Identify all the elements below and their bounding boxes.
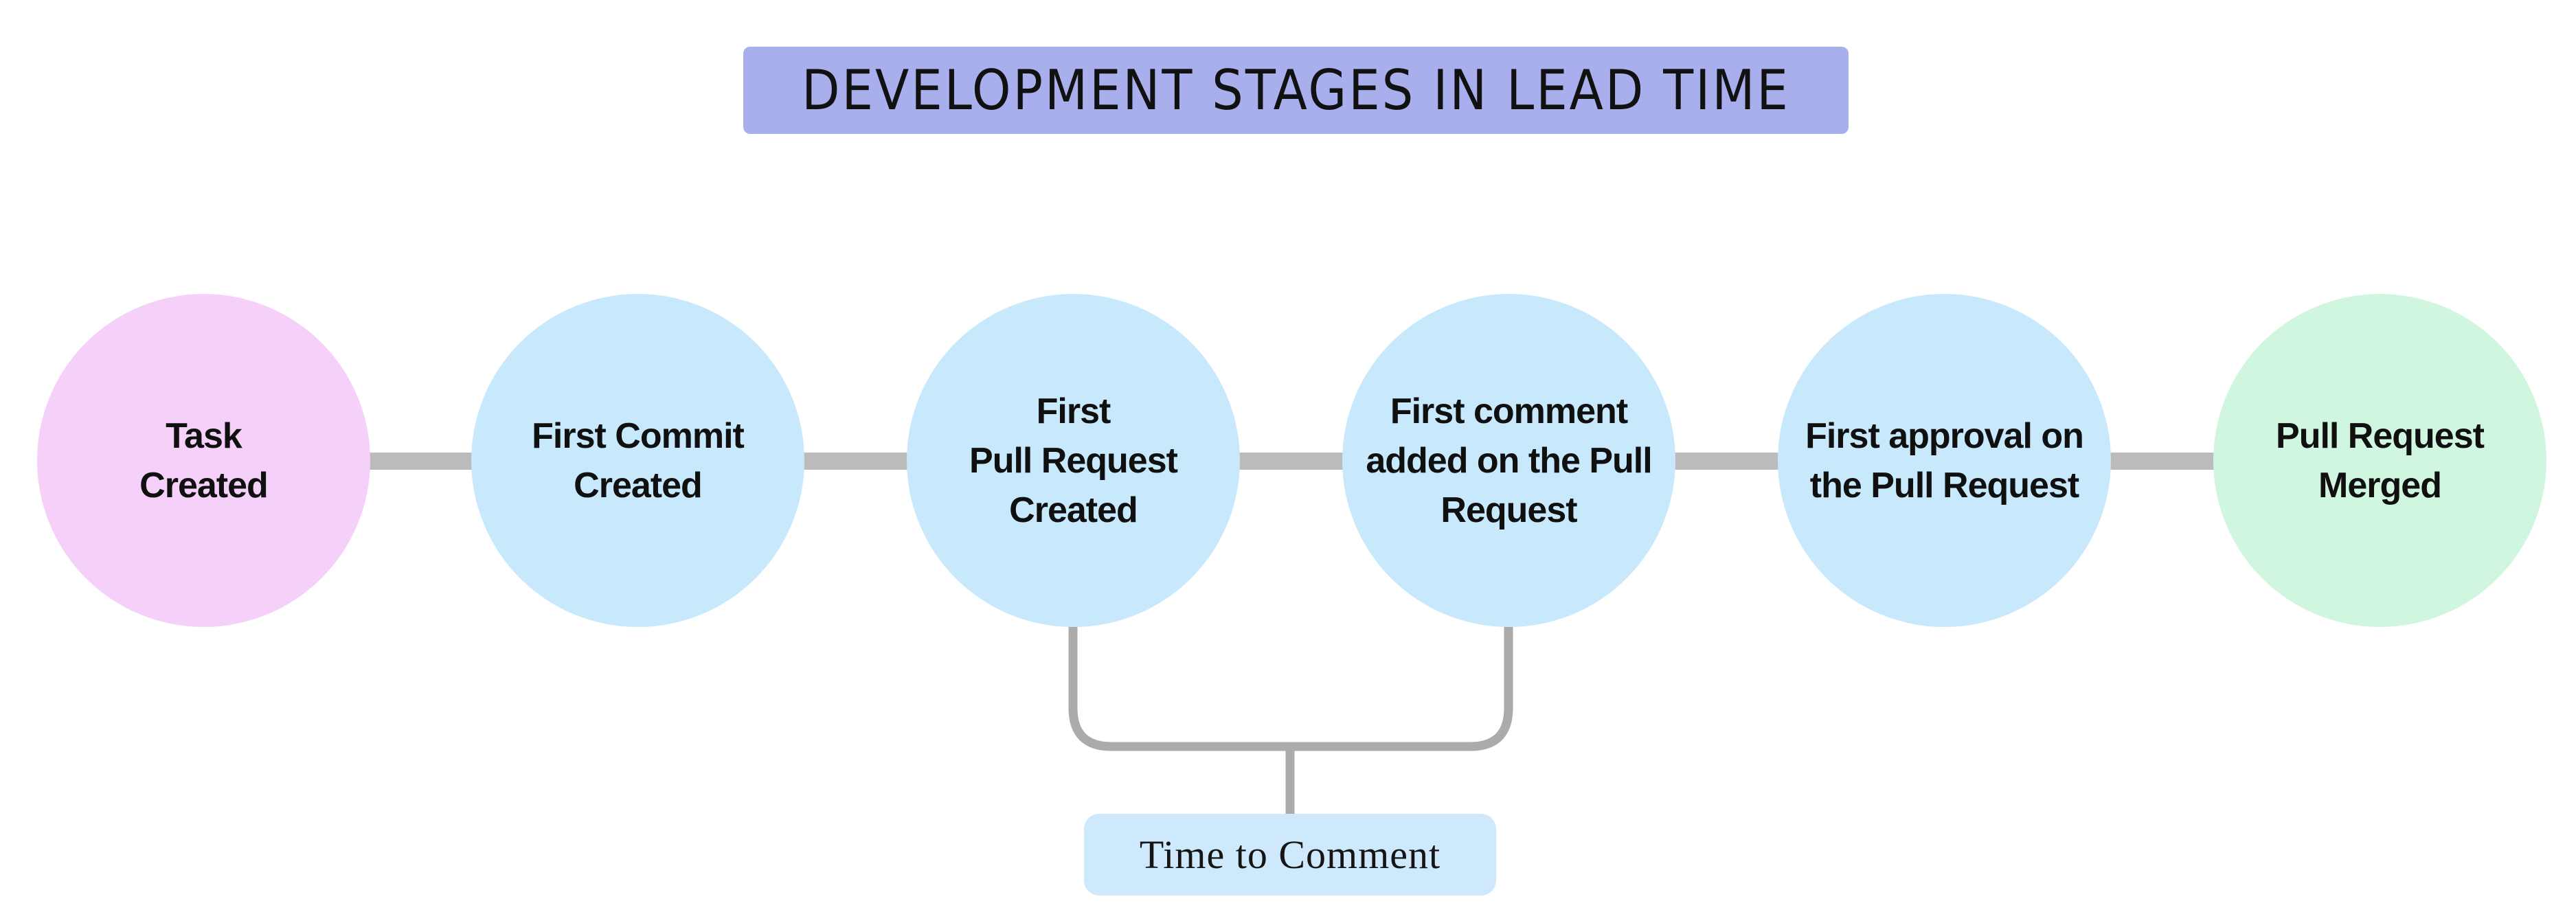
stage-circle-pull-request-merged: Pull Request Merged bbox=[2213, 294, 2546, 627]
stage-circle-first-pull-request-created: First Pull Request Created bbox=[907, 294, 1240, 627]
stage-label: First Pull Request Created bbox=[969, 391, 1178, 530]
stage-circle-first-approval: First approval on the Pull Request bbox=[1778, 294, 2111, 627]
stage-label: Pull Request Merged bbox=[2276, 415, 2485, 505]
title-banner: DEVELOPMENT STAGES IN LEAD TIME bbox=[743, 47, 1849, 134]
stage-circle-first-commit-created: First Commit Created bbox=[471, 294, 804, 627]
title-text: DEVELOPMENT STAGES IN LEAD TIME bbox=[802, 58, 1790, 122]
stage-label: First approval on the Pull Request bbox=[1805, 415, 2084, 505]
annotation-label: Time to Comment bbox=[1084, 814, 1496, 896]
annotation-text: Time to Comment bbox=[1139, 832, 1441, 877]
stage-circle-task-created: Task Created bbox=[37, 294, 370, 627]
stage-label: First Commit Created bbox=[532, 415, 745, 505]
bracket-curve bbox=[1068, 619, 1513, 751]
stage-label: Task Created bbox=[139, 415, 269, 505]
stage-circle-first-comment-added: First comment added on the Pull Request bbox=[1342, 294, 1675, 627]
stage-label: First comment added on the Pull Request bbox=[1366, 391, 1652, 530]
